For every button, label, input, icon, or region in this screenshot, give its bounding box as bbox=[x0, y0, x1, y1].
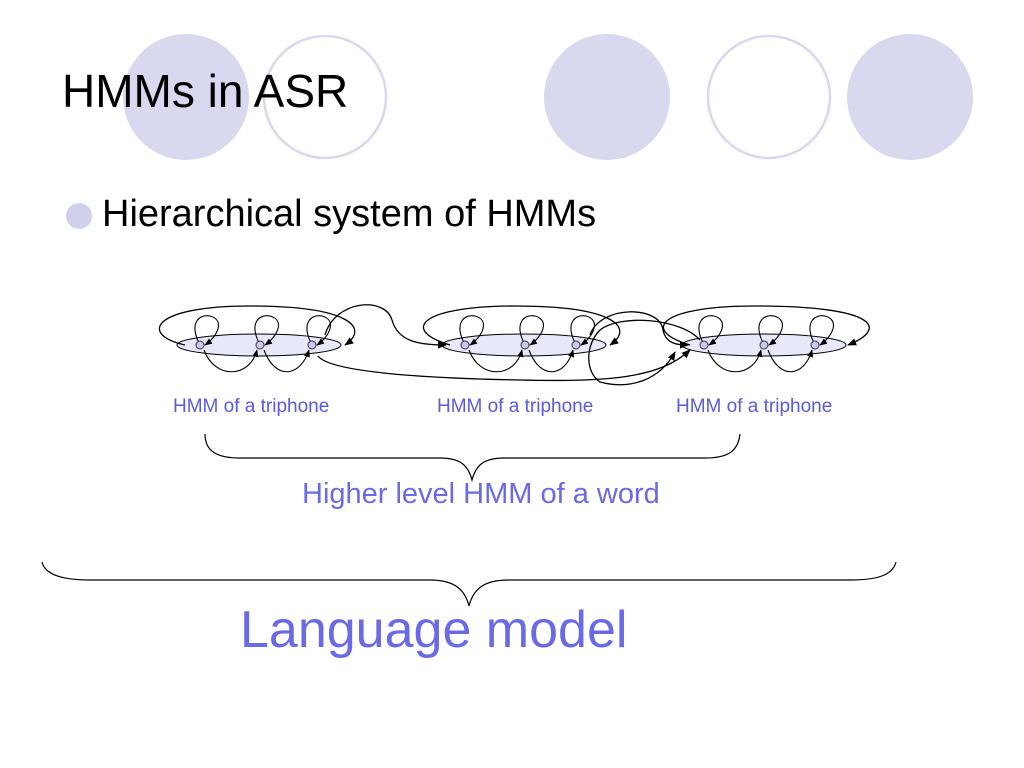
state-loop bbox=[570, 315, 595, 346]
outer-loop-arrow bbox=[662, 305, 870, 346]
state-transition bbox=[707, 349, 763, 373]
decor-circle-filled-1 bbox=[123, 34, 249, 160]
state-loop bbox=[519, 315, 544, 346]
triphone-hmm-2 bbox=[422, 305, 621, 373]
state-transition bbox=[767, 349, 814, 373]
state-node bbox=[571, 340, 581, 350]
outer-loop-arrow bbox=[158, 305, 356, 346]
word-hmm-label: Higher level HMM of a word bbox=[302, 478, 660, 510]
state-node bbox=[460, 340, 470, 350]
word-transition-return-3-2 bbox=[588, 319, 701, 386]
state-node bbox=[699, 340, 709, 350]
state-loop bbox=[698, 315, 723, 346]
state-transition bbox=[263, 349, 310, 373]
word-brace bbox=[204, 433, 741, 483]
state-loop bbox=[758, 315, 783, 346]
state-node bbox=[810, 340, 820, 350]
word-transition-1-2 bbox=[324, 304, 447, 349]
state-transition bbox=[468, 349, 524, 373]
bullet-text: Hierarchical system of HMMs bbox=[102, 193, 597, 235]
state-transition bbox=[203, 349, 259, 373]
state-node bbox=[520, 340, 530, 350]
word-transition-2-3 bbox=[589, 311, 689, 349]
bullet-icon bbox=[66, 202, 92, 229]
state-transition bbox=[528, 349, 575, 373]
state-loop bbox=[459, 315, 484, 346]
triphone-label-1: HMM of a triphone bbox=[173, 396, 330, 417]
decor-circle-outline-1 bbox=[262, 34, 388, 160]
decor-circle-outline-2 bbox=[706, 34, 832, 160]
word-transition-skip-1-3 bbox=[317, 349, 691, 382]
triphone-hmm-3 bbox=[662, 305, 870, 373]
state-loop bbox=[809, 315, 834, 346]
state-node bbox=[255, 340, 265, 350]
triphone-label-3: HMM of a triphone bbox=[676, 396, 833, 417]
decor-circle-filled-3 bbox=[847, 34, 973, 160]
language-model-label: Language model bbox=[240, 601, 628, 659]
state-loop bbox=[306, 315, 331, 346]
state-loop bbox=[254, 315, 279, 346]
outer-loop-arrow bbox=[422, 305, 621, 346]
decor-circle-filled-2 bbox=[544, 34, 670, 160]
state-node bbox=[307, 340, 317, 350]
slide-title: HMMs in ASR bbox=[62, 65, 349, 117]
state-loop bbox=[194, 315, 219, 346]
triphone-hmm-1 bbox=[158, 305, 356, 373]
state-node bbox=[195, 340, 205, 350]
state-node bbox=[759, 340, 769, 350]
bullet-item: Hierarchical system of HMMs bbox=[66, 193, 596, 236]
triphone-label-2: HMM of a triphone bbox=[437, 396, 594, 417]
language-model-brace bbox=[41, 561, 897, 607]
